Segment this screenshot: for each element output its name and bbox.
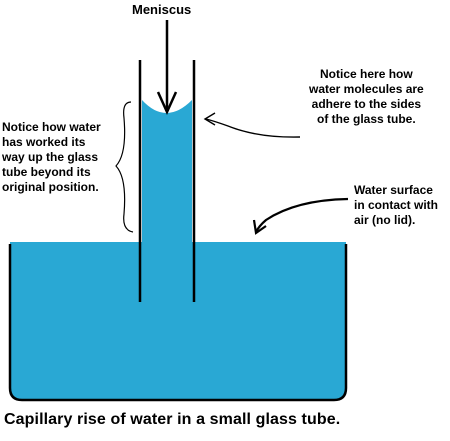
surface-arrow-head (252, 219, 267, 235)
climb-note-line: original position. (2, 180, 99, 194)
meniscus-arrow-head (156, 91, 178, 116)
meniscus-label: Meniscus (132, 2, 192, 17)
adhesion-note: Notice here how water molecules are adhe… (309, 67, 424, 127)
container-water (10, 242, 346, 400)
adhesion-note-line: Notice here how (320, 67, 413, 81)
surface-arrow-curve (255, 197, 349, 233)
container-outline (8, 244, 348, 402)
adhere-arrow-head (203, 112, 216, 126)
climb-note-line: way up the glass (2, 150, 99, 164)
surface-note-line: Water surface (354, 183, 433, 197)
capillary-climb-note: Notice how water has worked its way up t… (2, 120, 101, 195)
surface-note-line: in contact with (354, 198, 438, 212)
adhere-arrow-curve (205, 118, 301, 138)
surface-note-line: air (no lid). (354, 213, 416, 227)
climb-brace (115, 101, 134, 233)
climb-note-line: tube beyond its (2, 165, 91, 179)
water-surface-note: Water surface in contact with air (no li… (354, 183, 438, 228)
adhesion-note-line: adhere to the sides (311, 97, 422, 111)
tube-water-column (142, 100, 192, 242)
climb-note-line: has worked its (2, 135, 86, 149)
figure-caption: Capillary rise of water in a small glass… (4, 411, 341, 428)
climb-note-line: Notice how water (2, 120, 101, 134)
adhesion-note-line: of the glass tube. (317, 112, 416, 126)
adhesion-note-line: water molecules are (309, 82, 424, 96)
